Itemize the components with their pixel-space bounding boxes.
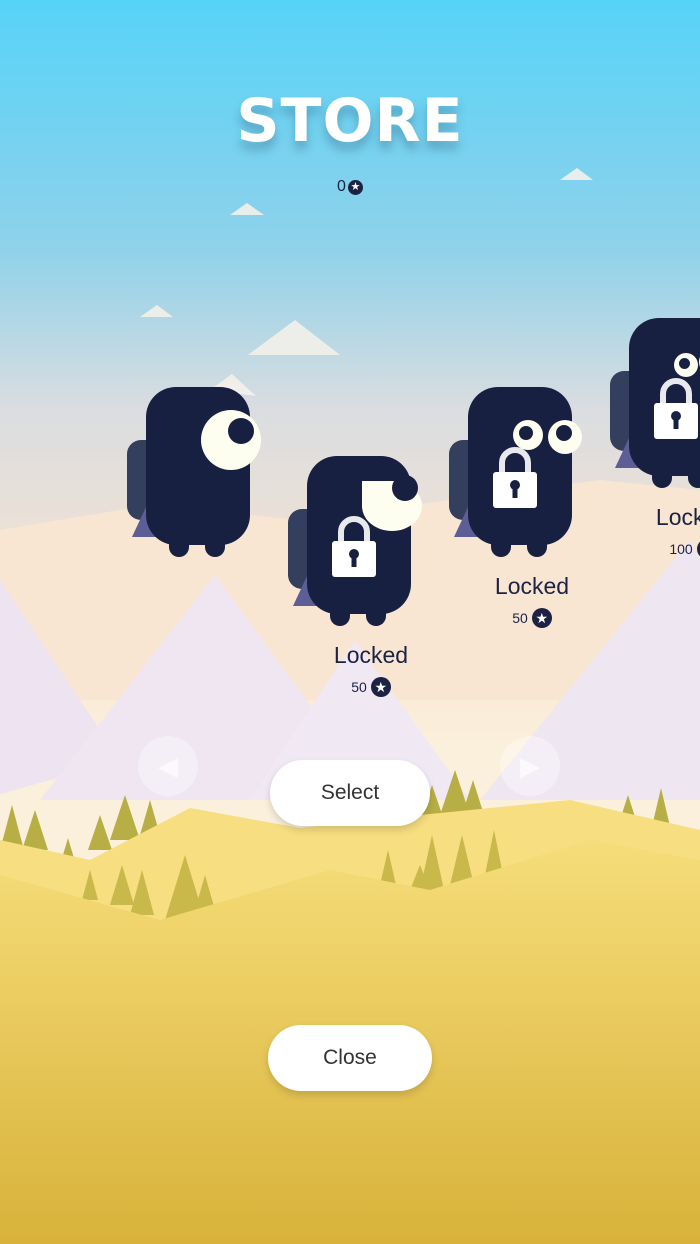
lock-status-label: Locked: [655, 504, 700, 530]
lock-icon: [493, 447, 537, 508]
next-arrow-button[interactable]: ▶: [500, 736, 560, 796]
select-button[interactable]: Select: [270, 760, 430, 826]
close-button[interactable]: Close: [268, 1025, 432, 1091]
character-two-eyes[interactable]: [449, 387, 582, 562]
coin-count: 0: [337, 178, 346, 195]
prev-arrow-button[interactable]: ◀: [138, 736, 198, 796]
eye: [513, 420, 543, 450]
character-body: [307, 456, 422, 614]
price-tag: 100★: [613, 539, 700, 559]
page-title: STORE: [236, 86, 464, 156]
eye: [201, 410, 261, 470]
price-value: 50: [351, 679, 367, 695]
character-crescent-eye[interactable]: [288, 456, 422, 631]
star-coin-icon: ★: [370, 677, 391, 697]
eye: [548, 420, 582, 454]
eye: [674, 353, 698, 377]
star-coin-icon: ★: [531, 608, 552, 628]
character-body: [146, 387, 261, 545]
lock-icon: [654, 378, 698, 439]
character-body: [468, 387, 582, 545]
character-one-eye[interactable]: [127, 387, 261, 562]
lock-status-label: Locked: [494, 573, 570, 599]
coin-balance: 0 ★: [0, 178, 700, 196]
lock-icon: [332, 516, 376, 577]
price-tag: 50★: [452, 608, 612, 628]
lock-status-label: Locked: [333, 642, 409, 668]
price-tag: 50★: [291, 677, 451, 697]
character-three-eyes[interactable]: [610, 318, 700, 493]
star-coin-icon: ★: [696, 539, 700, 559]
price-value: 50: [512, 610, 528, 626]
price-value: 100: [669, 541, 693, 557]
star-coin-icon: ★: [347, 179, 363, 195]
eye: [362, 475, 422, 531]
